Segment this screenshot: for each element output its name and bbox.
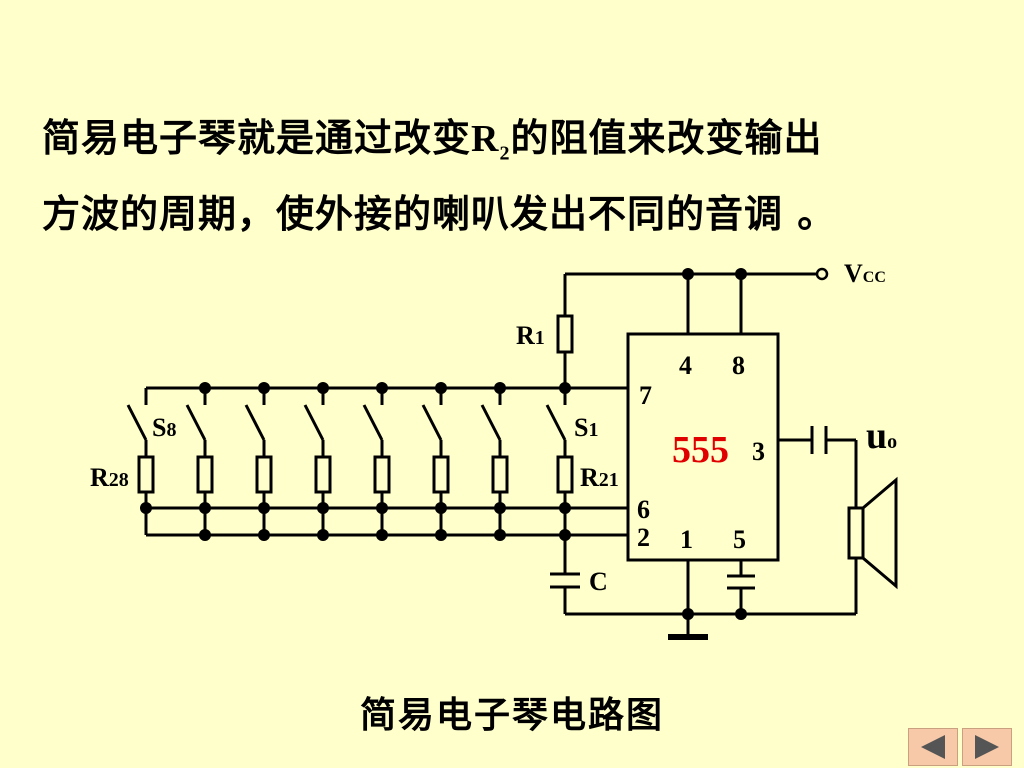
pin-4-label: 4 bbox=[679, 351, 692, 380]
vcc-label: VCC bbox=[844, 259, 886, 288]
pin-6-label: 6 bbox=[637, 495, 650, 524]
capacitor-label: C bbox=[589, 567, 608, 596]
r2-symbol: R bbox=[471, 118, 500, 160]
ic-555-label: 555 bbox=[672, 429, 729, 471]
diagram-caption: 简易电子琴电路图 bbox=[359, 694, 664, 736]
r28-label: R28 bbox=[90, 463, 129, 492]
s8-label: S8 bbox=[152, 413, 176, 442]
branch-4 bbox=[303, 388, 332, 535]
branch-2 bbox=[185, 388, 214, 535]
capacitor-output bbox=[810, 426, 828, 454]
pin-5-label: 5 bbox=[733, 525, 746, 554]
r1-label: R1 bbox=[516, 321, 545, 350]
branch-6 bbox=[421, 388, 450, 535]
switch-resistor-array bbox=[126, 388, 574, 535]
next-slide-button[interactable] bbox=[962, 728, 1012, 766]
capacitor-c bbox=[550, 572, 580, 589]
r1-resistor bbox=[556, 314, 574, 354]
branch-5 bbox=[362, 388, 391, 535]
prev-slide-button[interactable] bbox=[908, 728, 958, 766]
branch-3 bbox=[244, 388, 273, 535]
pin-8-label: 8 bbox=[732, 351, 745, 380]
vcc-terminal bbox=[815, 267, 829, 281]
description-paragraph: 简易电子琴就是通过改变R2的阻值来改变输出 方波的周期，使外接的喇叭发出不同的音… bbox=[42, 108, 982, 244]
pin-3-label: 3 bbox=[752, 437, 765, 466]
description-line-1: 简易电子琴就是通过改变R2的阻值来改变输出 bbox=[42, 108, 982, 184]
r2-subscript: 2 bbox=[499, 142, 511, 165]
line1-text-after: 的阻值来改变输出 bbox=[510, 115, 823, 160]
speaker-icon bbox=[847, 476, 898, 590]
triangle-right-icon bbox=[975, 735, 999, 759]
r21-label: R21 bbox=[580, 463, 619, 492]
capacitor-pin5 bbox=[727, 574, 755, 590]
triangle-left-icon bbox=[921, 735, 945, 759]
description-line-2: 方波的周期，使外接的喇叭发出不同的音调 。 bbox=[42, 190, 837, 236]
pin-1-label: 1 bbox=[680, 525, 693, 554]
pin-2-label: 2 bbox=[637, 523, 650, 552]
line1-text-before: 简易电子琴就是通过改变 bbox=[42, 115, 472, 160]
s1-label: S1 bbox=[574, 413, 598, 442]
pin-7-label: 7 bbox=[639, 381, 652, 410]
output-voltage-label: uo bbox=[866, 415, 897, 457]
ground-symbol bbox=[668, 634, 708, 640]
ic-555-body bbox=[626, 332, 780, 562]
junction-dots bbox=[140, 268, 747, 620]
